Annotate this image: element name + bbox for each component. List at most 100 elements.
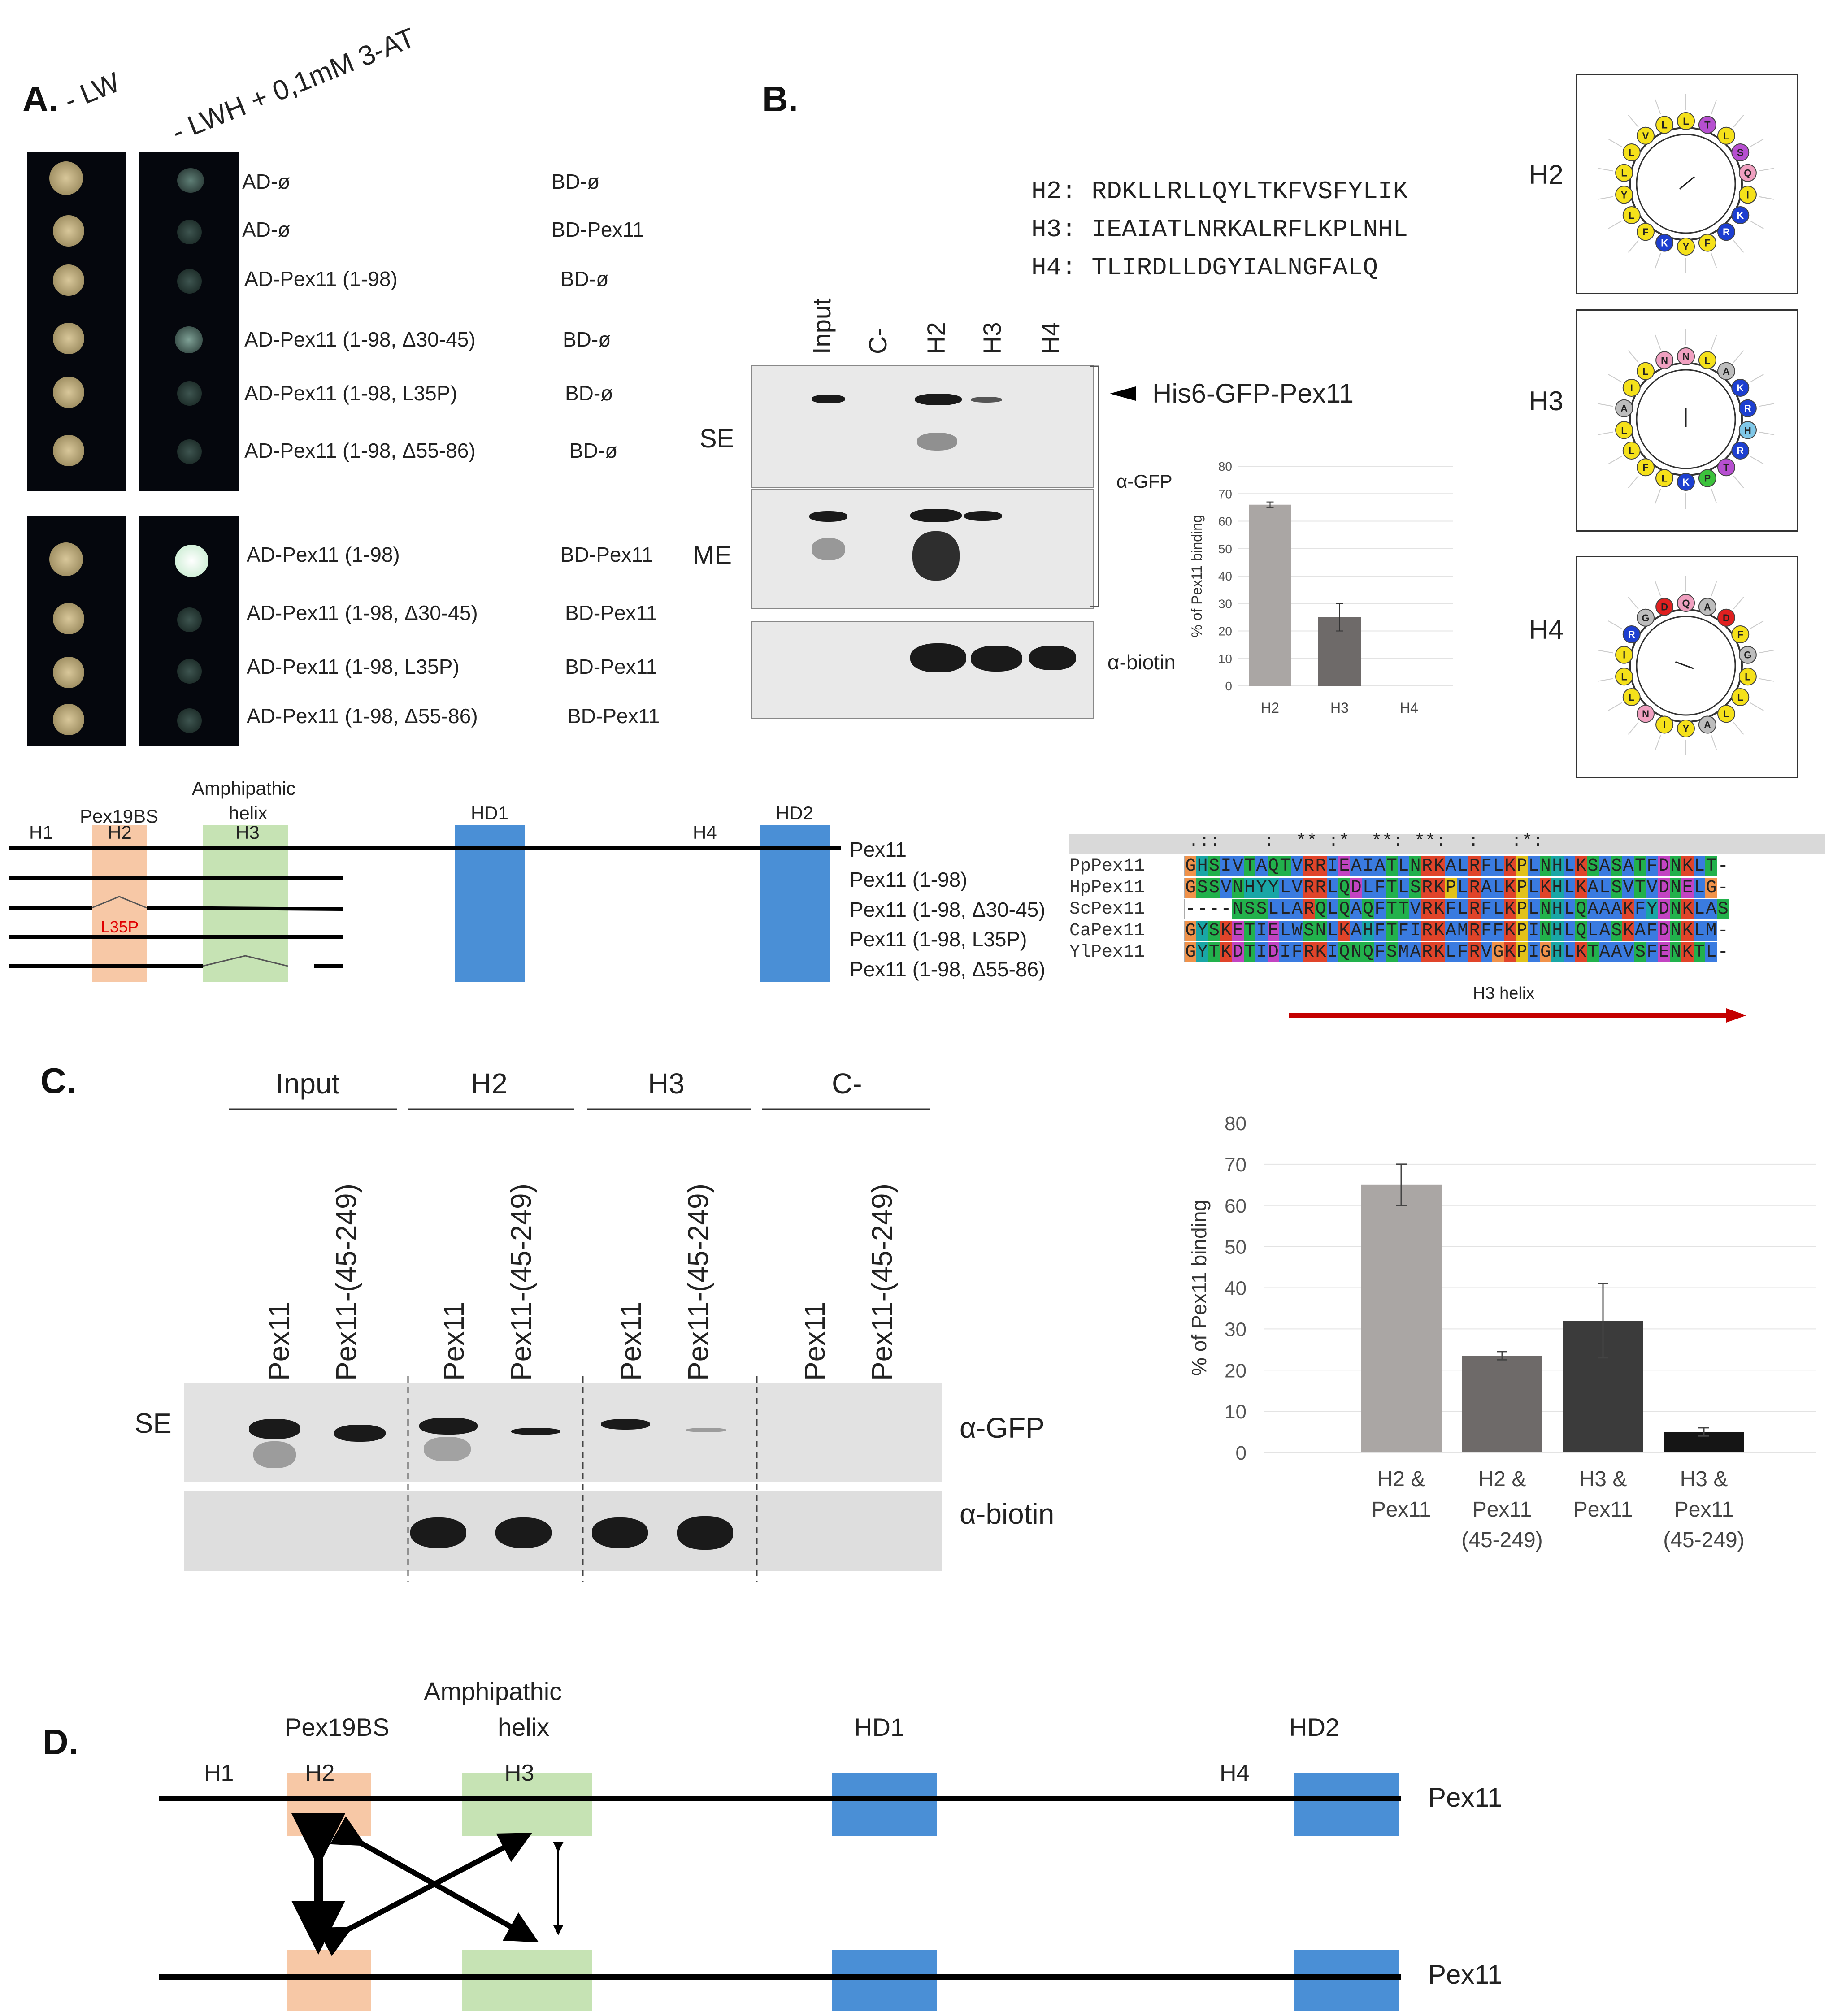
alignment-residue: M [1398,942,1410,962]
y-tick-label: 70 [1225,1154,1247,1176]
y-tick-label: 0 [1225,679,1232,693]
residue-letter: N [1682,351,1690,362]
alignment-residue: K [1504,920,1516,941]
band [601,1419,650,1430]
alignment-residue: E [1658,942,1670,962]
alignment-residue: R [1468,920,1481,941]
alignment-residue: T [1634,856,1646,876]
alignment-residue: K [1681,856,1694,876]
alignment-residue: A [1445,856,1457,876]
residue-circle [1731,143,1750,161]
residue-letter: N [1642,708,1649,720]
lane-label: Input [808,298,836,354]
alignment-residue: L [1362,877,1374,898]
x-tick-label: H2 & [1377,1467,1425,1491]
helix-wheel-inner-ring [1636,616,1736,716]
alignment-residue: - [1185,899,1196,919]
x-tick-label: H3 & [1579,1467,1627,1491]
alignment-residue: F [1374,899,1386,919]
colony [177,607,202,632]
alignment-residue: K [1433,899,1445,919]
lane-dividers [407,1376,758,1582]
blot-se [751,365,1094,488]
alignment-residue: E [1267,920,1280,941]
alignment-residue: F [1646,942,1658,962]
amphipathic-label: Amphipathic [192,778,296,799]
alignment-residue: V [1291,856,1303,876]
blot-bracket [1090,365,1099,607]
alignment-residue: R [1421,920,1433,941]
alignment-residue: A [1587,877,1599,898]
alignment-residue: A [1480,877,1493,898]
alignment-residue: T [1587,942,1599,962]
x-tick-label: H3 [1330,700,1349,716]
blot-c-biotin [184,1491,942,1571]
alignment-residue: N [1670,877,1682,898]
alignment-residue: T [1243,856,1256,876]
residue-circle [1655,469,1674,487]
residue-circle [1717,126,1735,145]
residue-circle [1655,715,1674,734]
alignment-residue: P [1516,877,1528,898]
sequence-h2: H2: RDKLLRLLQYLTKFVSFYLIK [1031,177,1408,206]
band [910,643,966,672]
x-tick-label: Pex11 [1372,1498,1431,1522]
residue-circle [1622,688,1641,706]
residue-letter: Q [1682,598,1690,609]
colony [53,264,84,296]
alignment-residue: Y [1196,920,1208,941]
residue-letter: K [1682,477,1690,488]
alignment-residue: K [1315,942,1327,962]
residue-letter: G [1642,612,1649,624]
residue-letter: L [1723,130,1729,142]
wheel-spoke [1608,455,1622,464]
residue-letter: L [1704,355,1710,366]
residue-letter: P [1704,473,1711,484]
residue-letter: R [1737,445,1744,456]
alignment-residue: S [1587,856,1599,876]
alignment-residue: Q [1267,856,1280,876]
residue-circle [1622,442,1641,460]
alignment-residue: W [1291,920,1303,941]
residue-letter: L [1642,366,1648,377]
alignment-residue: Q [1362,942,1374,962]
plate-lw-top [27,152,126,491]
alignment-residue: Y [1255,877,1268,898]
sequence-h3: H3: IEAIATLNRKALRFLKPLNHL [1031,215,1408,244]
residue-letter: R [1744,403,1751,414]
alignment-residue: K [1622,899,1634,919]
helical-wheel-h2-box [1576,74,1798,294]
alignment-residue: L [1267,899,1280,919]
alignment-residue: K [1433,942,1445,962]
residue-letter: F [1704,238,1710,249]
alignment-residue: L [1563,877,1575,898]
lane-label: Pex11-(45-249) [505,1184,537,1381]
band [812,395,845,403]
ad-label: AD-Pex11 (1-98, Δ55-86) [247,704,478,728]
colony [53,323,84,354]
alignment-residue: N [1315,920,1327,941]
residue-letter: S [1737,147,1744,158]
alignment-residue: L [1587,920,1599,941]
alignment-residue: L [1326,899,1339,919]
alpha-gfp-label: α-GFP [1116,471,1173,492]
residue-letter: Y [1683,723,1690,734]
alignment-residue: T [1693,942,1706,962]
residue-circle [1717,223,1735,241]
alignment-residue: F [1456,942,1469,962]
residue-letter: K [1737,210,1744,221]
alignment-residue: S [1303,920,1315,941]
residue-circle [1738,164,1757,182]
band [912,531,960,581]
alignment-residue: L [1693,856,1706,876]
residue-letter: L [1621,671,1627,682]
colony [49,161,83,195]
alignment-residue: Y [1267,877,1280,898]
band [677,1516,733,1550]
residue-circle [1655,598,1674,616]
wheel-spoke [1628,597,1639,610]
species-name: CaPex11 [1069,920,1185,941]
residue-letter: A [1620,403,1628,414]
alignment-residue: L [1456,856,1469,876]
residue-circle [1677,347,1695,365]
